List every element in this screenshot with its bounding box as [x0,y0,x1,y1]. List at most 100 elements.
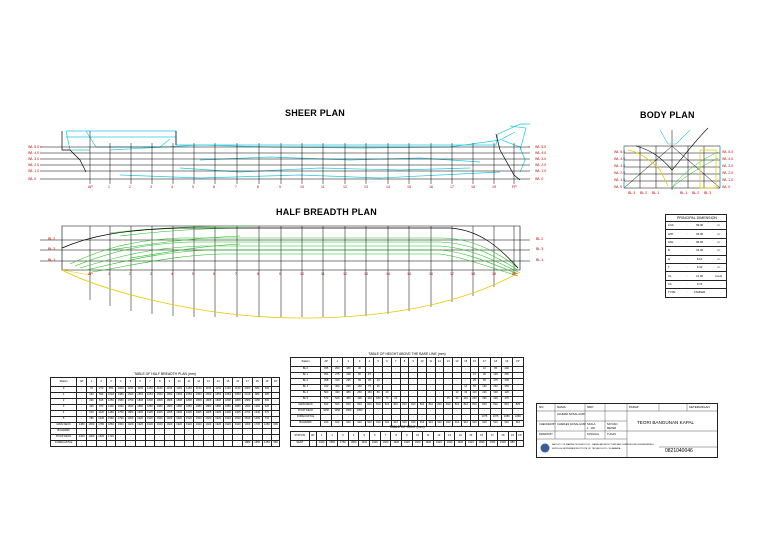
body-buttline-label: BL 3 [628,191,636,195]
half-station-label: 1 [108,272,110,276]
sent-table-title: TABLE OF SENT (mm) [389,425,425,429]
tb-no: NO [539,405,544,409]
principal-cell: Cb [665,279,687,290]
sheer-station-label: 12 [343,185,347,189]
table-header-cell: 2 [342,357,355,367]
table-header-cell: 19 [507,431,518,441]
tb-paraf: PARAF [629,405,639,409]
half-station-label: 3 [150,272,152,276]
tb-satuan: SATUAN [607,423,618,426]
principal-cell: m [711,262,728,273]
waterline-label: WL 5.0 [535,145,547,149]
table-header-cell: 6 [134,377,146,387]
table-header-cell: 14 [452,357,462,367]
half-station-label: 16 [429,272,433,276]
sheer-station-label: 4 [171,185,173,189]
tb-keterangan: KETERANGAN [689,405,710,409]
table-header-cell: 16 [475,431,488,441]
table-cell: - [232,440,244,447]
principal-cell: LOA [665,220,687,231]
body-waterline-label: WL 3.0 [722,164,734,168]
tb-faculty1: FACULTY OF MARINE TECHNOLOGY - NAVAL ARC… [552,444,654,446]
half-station-label: 5 [192,272,194,276]
table-cell: 1920 [401,440,413,447]
height-table-title: TABLE OF HEIGHT ABOVE THE BASE LINE (mm) [368,352,446,356]
half-station-label: 13 [364,272,368,276]
principal-cell [711,279,728,290]
table-cell: - [164,440,175,447]
table-header-cell: 15 [460,357,471,367]
table-cell: - [212,440,224,447]
sheer-station-label: 18 [471,185,475,189]
table-header-cell: 17 [242,377,253,387]
half-station-label: 10 [300,272,304,276]
body-plan-title: BODY PLAN [640,110,695,120]
title-block: NO NAMA ACHMAD FAISAL HIJRI NRP PARAF KE… [536,403,718,458]
body-waterline-label: WL 2.0 [614,171,626,175]
tb-name1: ACHMAD FAISAL HIJRI [557,413,585,416]
table-header-cell: 4 [347,431,360,441]
half-station-label: 17 [450,272,454,276]
table-header-cell: 14 [454,431,467,441]
waterline-label: WL 5.0 [28,145,40,149]
table-cell: 1920 [379,440,392,447]
principal-cell: 96.00 [687,237,712,248]
body-buttline-label: BL 1 [652,191,660,195]
table-cell: 910 [353,420,366,427]
table-cell: 1650 [251,440,263,447]
table-cell: - [516,440,524,447]
tb-skala: SKALA [587,423,596,426]
table-cell: 1920 [390,440,403,447]
sheer-station-label: 3 [150,185,152,189]
table-cell: - [154,440,166,447]
body-waterline-label: WL 4.0 [614,157,626,161]
tb-number: 0821040046 [665,448,693,454]
half-station-label: 11 [321,272,325,276]
table-header-cell: 16 [469,357,480,367]
table-header-cell: 11 [425,357,436,367]
body-waterline-label: WL 0 [614,185,623,189]
table-header-cell: 15 [222,377,234,387]
tb-tugas: TUGAS [607,433,616,436]
table-header-cell: 1 [86,377,97,387]
table-cell: 1750 [337,440,349,447]
table-header-cell: 7 [390,357,401,367]
half-station-label: 6 [213,272,215,276]
table-header-cell: 7 [144,377,156,387]
body-waterline-label: WL 4.0 [722,157,734,161]
table-header-cell: 3 [337,431,349,441]
half-station-label: FP [512,272,517,276]
sheer-station-label: 14 [386,185,390,189]
table-header-cell: 19 [261,377,273,387]
table-header-cell: 2 [326,431,339,441]
principal-cell [711,288,728,298]
half-station-label: 4 [171,272,173,276]
table-header-cell: FP [516,431,524,441]
sheer-plan-title: SHEER PLAN [285,108,346,118]
table-header-cell: 1 [315,431,328,441]
half-breadth-plan-title: HALF BREADTH PLAN [276,207,377,217]
sheer-station-label: 7 [235,185,237,189]
table-cell: 980 [507,440,518,447]
sheer-station-label: 1 [108,185,110,189]
table-header-cell: 5 [125,377,136,387]
principal-cell: T [665,262,687,273]
waterline-label: WL 2.0 [28,163,40,167]
table-cell: - [76,440,88,447]
sheer-station-label: AP [88,185,93,189]
table-header-cell: 14 [212,377,224,387]
body-waterline-label: WL 2.0 [722,171,734,175]
principal-cell: TANKER [687,288,712,298]
principal-cell: LPP [665,229,687,239]
table-cell: 1920 [411,440,424,447]
tb-checked-name: CHARLES FAISAL HIJRI [557,423,586,426]
